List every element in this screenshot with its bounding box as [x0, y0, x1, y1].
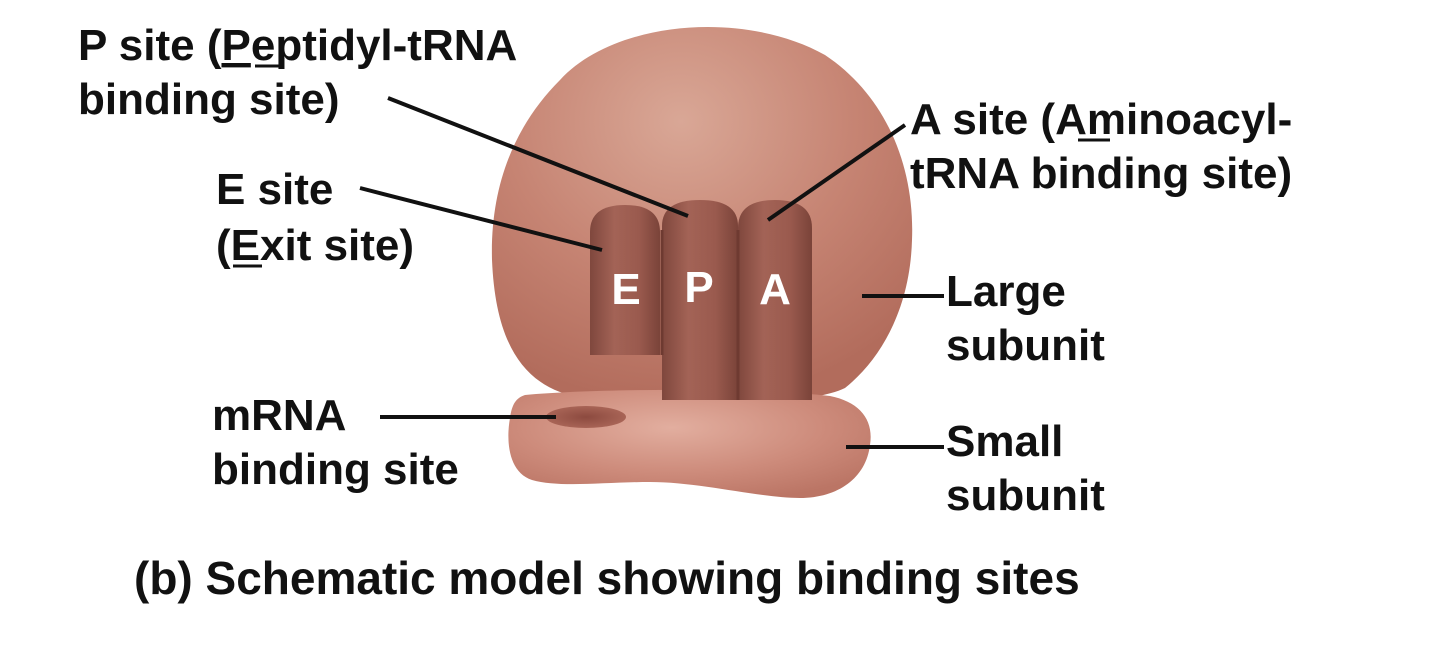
p-site-shape	[662, 200, 738, 400]
large-subunit-label-line2: subunit	[946, 321, 1105, 370]
a-site-label: A site (Aminoacyl-	[910, 95, 1292, 144]
figure-caption: (b) Schematic model showing binding site…	[134, 552, 1080, 604]
p-site-leader	[387, 96, 689, 218]
a-site-letter: A	[759, 265, 791, 314]
e-site-label: E site	[216, 165, 333, 214]
mrna-site-label-line2: binding site	[212, 445, 459, 494]
a-site-leader	[766, 123, 907, 222]
p-site-label-line2: binding site)	[78, 75, 340, 124]
small-subunit-shape	[508, 389, 871, 498]
large-subunit-label: Large	[946, 267, 1066, 316]
p-site-label: P site (Peptidyl-tRNA	[78, 21, 517, 70]
e-site-letter: E	[611, 265, 640, 314]
small-subunit-label: Small	[946, 417, 1063, 466]
p-site-letter: P	[684, 263, 713, 312]
mrna-site-label: mRNA	[212, 391, 346, 440]
small-subunit-label-line2: subunit	[946, 471, 1105, 520]
e-site-label-line2: (Exit site)	[216, 221, 414, 270]
e-site-leader	[359, 186, 603, 252]
mrna-binding-groove	[546, 406, 626, 428]
a-site-label-line2: tRNA binding site)	[910, 149, 1292, 198]
e-site-shape	[590, 205, 660, 355]
a-site-shape	[738, 200, 812, 400]
